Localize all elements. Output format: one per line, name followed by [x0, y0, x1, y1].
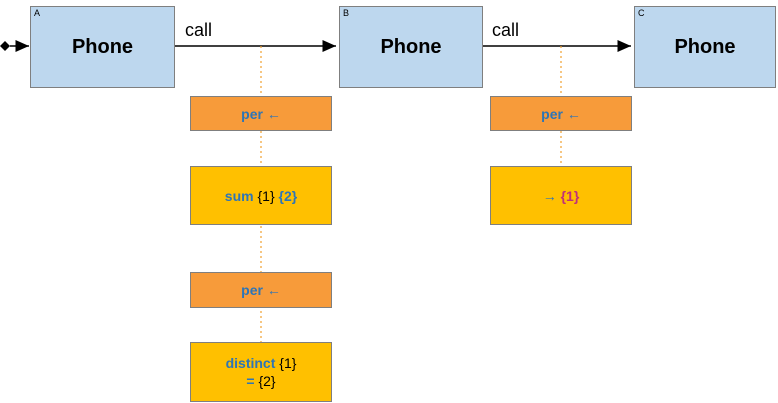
equals-sign: = — [246, 373, 255, 389]
per-box-b: per ← — [490, 96, 632, 131]
call-label-b-c: call — [492, 20, 520, 40]
keyword: per — [241, 282, 263, 298]
node-letter: A — [34, 8, 41, 18]
right-arrow-icon: → — [542, 187, 557, 204]
phone-node-b: B Phone — [339, 6, 483, 88]
phone-node-a: A Phone — [30, 6, 175, 88]
keyword: sum — [224, 187, 254, 204]
per-box-a2: per ← — [190, 272, 332, 308]
argument-highlight: {2} — [278, 187, 298, 204]
node-title: Phone — [674, 35, 736, 58]
argument: {2} — [258, 373, 276, 389]
keyword: distinct — [225, 355, 276, 371]
node-letter: C — [638, 8, 645, 18]
argument: {1} — [257, 187, 275, 204]
left-arrow-icon: ← — [266, 282, 281, 298]
keyword: per — [241, 105, 263, 122]
distinct-box: distinct {1} = {2} — [190, 342, 332, 402]
phone-node-c: C Phone — [634, 6, 776, 88]
node-letter: B — [343, 8, 350, 18]
node-title: Phone — [71, 35, 134, 58]
keyword: per — [541, 105, 563, 122]
per-box-a1: per ← — [190, 96, 332, 131]
argument-highlight: {1} — [560, 187, 580, 204]
left-arrow-icon: ← — [566, 105, 581, 122]
sum-box: sum {1} {2} — [190, 166, 332, 225]
node-title: Phone — [380, 35, 442, 58]
start-diamond — [0, 41, 10, 51]
call-label-a-b: call — [185, 20, 213, 40]
result-box-b: → {1} — [490, 166, 632, 225]
argument: {1} — [279, 355, 297, 371]
left-arrow-icon: ← — [266, 105, 281, 122]
